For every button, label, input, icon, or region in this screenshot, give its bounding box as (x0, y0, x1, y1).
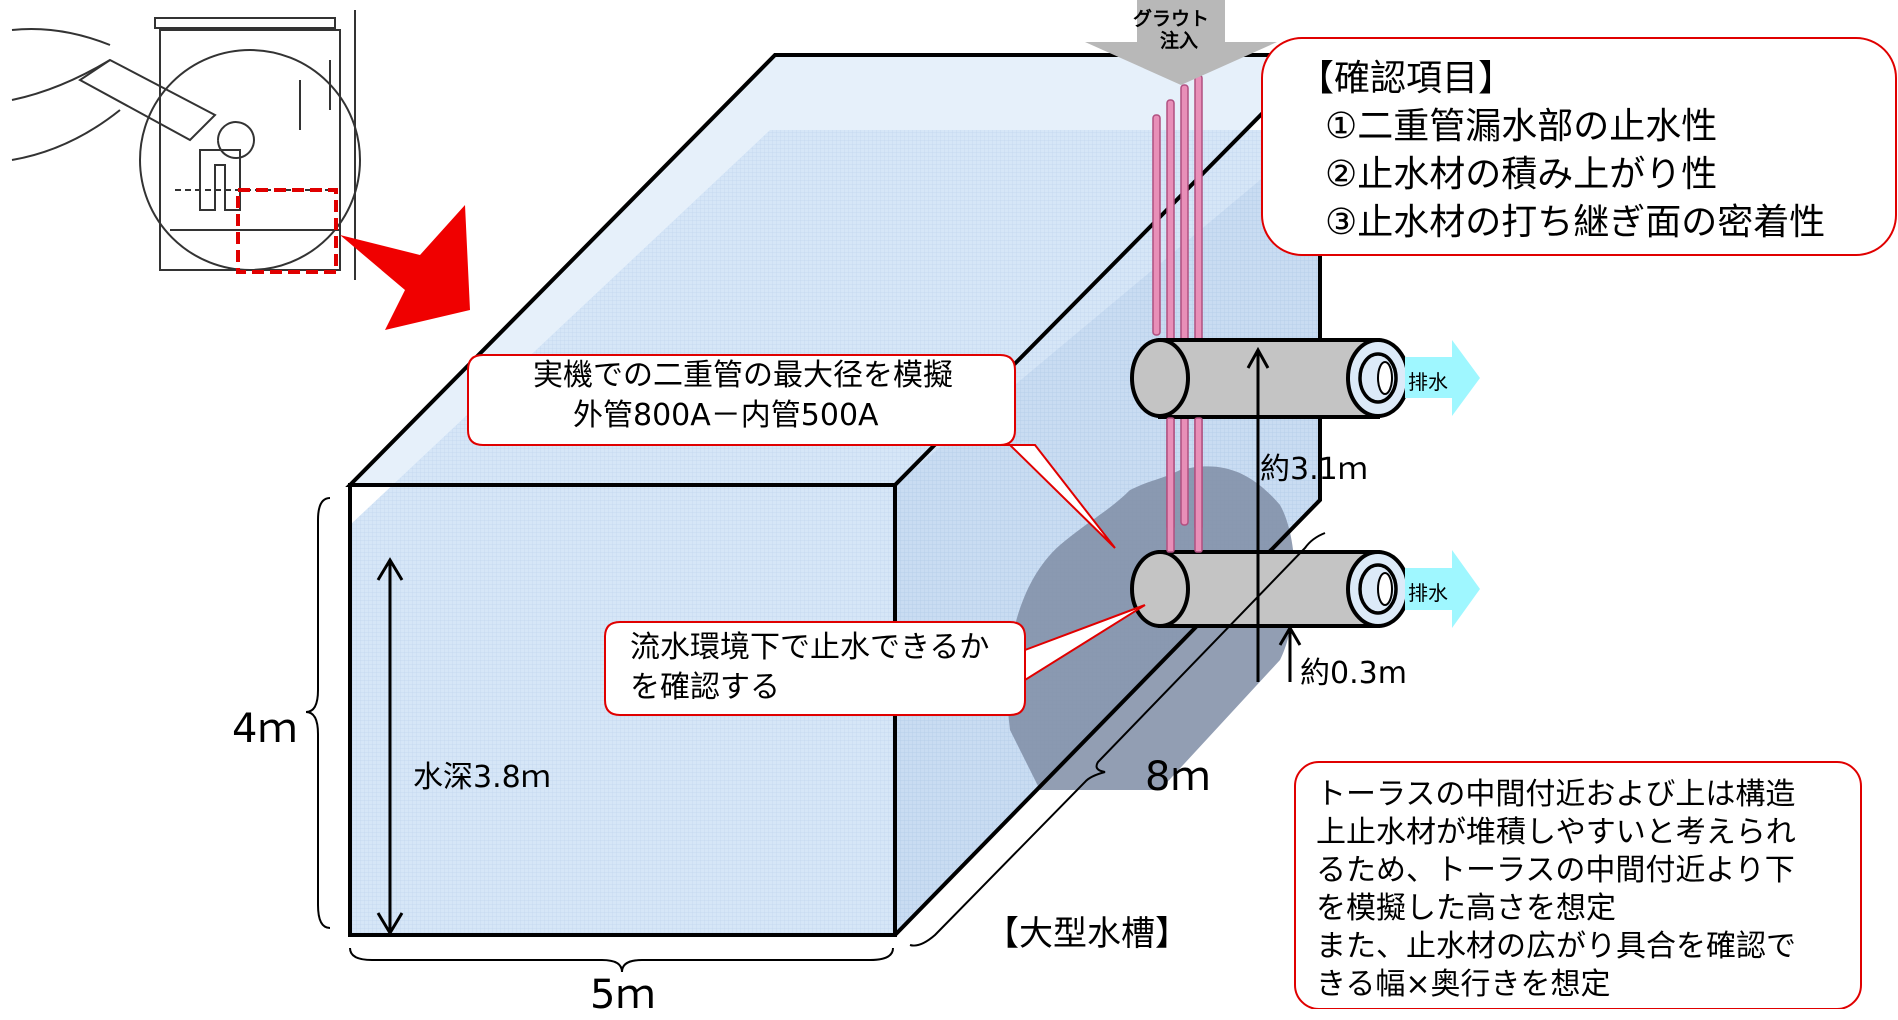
double-pipe-lower (1130, 550, 1410, 628)
check-item-1: ①二重管漏水部の止水性 (1325, 106, 1718, 147)
callout-pipe-bubble (467, 354, 1116, 549)
braces (305, 497, 1326, 973)
note-line-5: また、止水材の広がり具合を確認で (1316, 929, 1796, 964)
double-pipe-upper (1130, 338, 1410, 419)
note-line-6: きる幅×奥行きを想定 (1316, 967, 1611, 1002)
check-item-3: ③止水材の打ち継ぎ面の密着性 (1325, 202, 1826, 243)
note-box (1294, 761, 1862, 1009)
grout-label-line2: 注入 (1160, 30, 1199, 52)
dimension-pipe-height: 約3.1ｍ (1260, 452, 1368, 487)
note-line-2: 上止水材が堆積しやすいと考えられ (1316, 815, 1796, 850)
drain-arrow-upper (1405, 340, 1480, 416)
note-line-1: トーラスの中間付近および上は構造 (1316, 777, 1796, 812)
dimension-lines (376, 346, 1302, 936)
check-items-box (1261, 37, 1897, 256)
dimension-water-depth: 水深3.8ｍ (413, 760, 551, 795)
dimension-bottom-gap: 約0.3m (1300, 656, 1407, 691)
dimension-tank-height: 4ｍ (232, 706, 298, 752)
reference-drawing (11, 10, 361, 280)
callout-pipe-line1: 実機での二重管の最大径を模擬 (533, 358, 953, 393)
check-item-2: ②止水材の積み上がり性 (1325, 154, 1718, 195)
tank-label: 【大型水槽】 (985, 914, 1189, 954)
callout-flow-line2: を確認する (630, 670, 780, 705)
red-pointer-arrow (340, 205, 470, 330)
callout-flow-line1: 流水環境下で止水できるか (630, 630, 990, 665)
drain-label-upper: 排水 (1408, 370, 1448, 394)
grout-label-line1: グラウト (1133, 8, 1210, 30)
note-line-4: を模擬した高さを想定 (1316, 891, 1616, 926)
drain-label-lower: 排水 (1408, 581, 1448, 605)
callout-pipe-line2: 外管800A－内管500A (573, 398, 879, 433)
note-line-3: るため、トーラスの中間付近より下 (1316, 853, 1795, 888)
grout-injection-arrow (1085, 0, 1277, 85)
callout-flow-bubble (604, 604, 1146, 716)
drain-arrow-lower (1405, 550, 1480, 628)
grout-mound (1007, 466, 1295, 790)
check-items-heading: 【確認項目】 (1298, 58, 1515, 99)
dimension-tank-depth: 8ｍ (1145, 754, 1211, 800)
dimension-tank-width: 5ｍ (590, 972, 656, 1018)
